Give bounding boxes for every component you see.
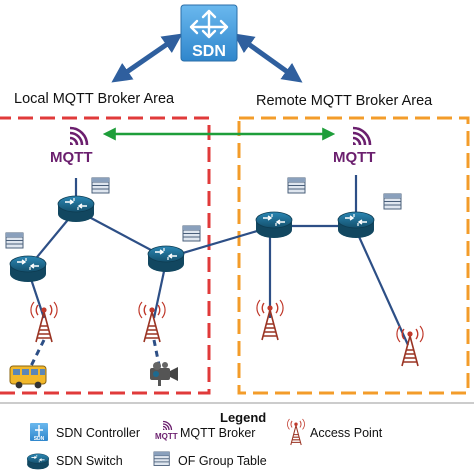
of-group-table-icon	[182, 225, 201, 242]
legend-sdn-controller-label: SDN Controller	[56, 426, 141, 440]
controller-link-left	[111, 33, 183, 83]
legend-access-point-label: Access Point	[310, 426, 383, 440]
local-area-label: Local MQTT Broker Area	[14, 91, 175, 107]
legend-access-point-icon	[286, 418, 306, 446]
access-point-icon	[30, 301, 58, 343]
access-point-icon	[256, 299, 284, 341]
camera-icon	[150, 362, 178, 386]
sdn-switch-icon	[57, 195, 95, 223]
link-switch-e-ap	[354, 229, 410, 346]
legend-of-group-table-icon	[153, 451, 170, 466]
of-group-table-icon	[5, 232, 24, 249]
legend-of-group-table-label: OF Group Table	[178, 454, 267, 468]
legend-sdn-switch-label: SDN Switch	[56, 454, 123, 468]
sdn-switch-icon	[147, 245, 185, 273]
legend-mqtt-broker-label: MQTT Broker	[180, 426, 256, 440]
mqtt-broker-local: MQTT	[50, 126, 93, 166]
sdn-switch-icon	[337, 211, 375, 239]
sdn-controller-icon: SDN	[180, 4, 238, 62]
mqtt-broker-remote: MQTT	[333, 126, 376, 166]
of-group-table-icon	[383, 193, 402, 210]
svg-text:MQTT: MQTT	[155, 432, 178, 441]
access-point-icon	[396, 325, 424, 367]
controller-link-right	[233, 33, 303, 83]
access-point-icon	[138, 301, 166, 343]
remote-area-box	[237, 116, 470, 395]
bus-icon	[9, 365, 47, 389]
sdn-switch-icon	[9, 255, 47, 283]
remote-area-label: Remote MQTT Broker Area	[256, 93, 433, 109]
mqtt-broker-local-label: MQTT	[50, 149, 93, 166]
of-group-table-icon	[287, 177, 306, 194]
legend-sdn-controller-icon: SDN	[30, 423, 48, 442]
of-group-table-icon	[91, 177, 110, 194]
sdn-switch-icon	[255, 211, 293, 239]
local-area-box	[0, 116, 211, 395]
mqtt-broker-remote-label: MQTT	[333, 149, 376, 166]
wireless-link-bus	[26, 339, 46, 373]
legend-sdn-switch-icon	[26, 453, 50, 470]
legend-title: Legend	[220, 410, 267, 425]
controller-label: SDN	[192, 43, 226, 60]
svg-text:SDN: SDN	[34, 436, 45, 442]
legend-mqtt-broker-icon: MQTT	[155, 420, 178, 441]
